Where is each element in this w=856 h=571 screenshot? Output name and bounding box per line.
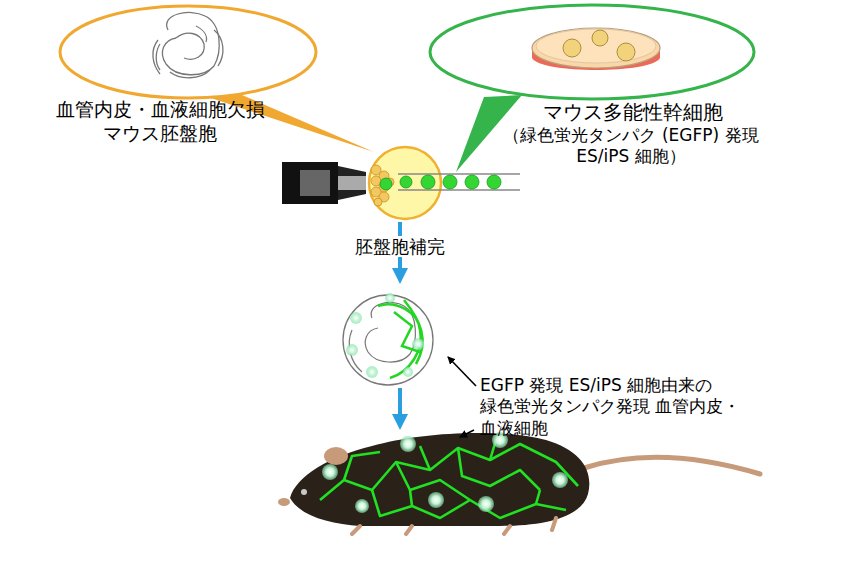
- label-text: 胚盤胞補完: [352, 236, 448, 257]
- chimeric-embryo: [343, 293, 433, 385]
- process-label: 胚盤胞補完: [326, 236, 474, 259]
- petri-dish: [532, 28, 660, 70]
- inner-cell-mass: [371, 165, 394, 206]
- stem-cell-bubble: [430, 5, 754, 99]
- blastocyst: [369, 147, 441, 219]
- label-text: （緑色蛍光タンパク (EGFP) 発現 ES/iPS 細胞）: [503, 125, 758, 166]
- chimeric-mouse: [278, 432, 760, 534]
- label-text: EGFP 発現 ES/iPS 細胞由来の 緑色蛍光タンパク発現 血管内皮・血液細…: [480, 375, 740, 438]
- leader-arrow: [460, 430, 474, 437]
- label-text: 血管内皮・血液細胞欠損 マウス胚盤胞: [56, 98, 265, 144]
- leader-arrow: [448, 357, 476, 386]
- stem-cell-note: （緑色蛍光タンパク (EGFP) 発現 ES/iPS 細胞）: [500, 125, 762, 168]
- holding-pipette: [282, 162, 366, 204]
- blastocyst-bubble: [60, 6, 316, 98]
- callout-label: EGFP 発現 ES/iPS 細胞由来の 緑色蛍光タンパク発現 血管内皮・血液細…: [480, 375, 752, 439]
- embryo-sketch: [153, 12, 223, 77]
- blastocyst-label: 血管内皮・血液細胞欠損 マウス胚盤胞: [42, 98, 278, 146]
- process-arrow: [398, 388, 402, 422]
- label-text: マウス多能性幹細胞: [543, 100, 723, 124]
- stem-cell-title: マウス多能性幹細胞: [508, 100, 758, 125]
- injection-pipette: [380, 174, 520, 190]
